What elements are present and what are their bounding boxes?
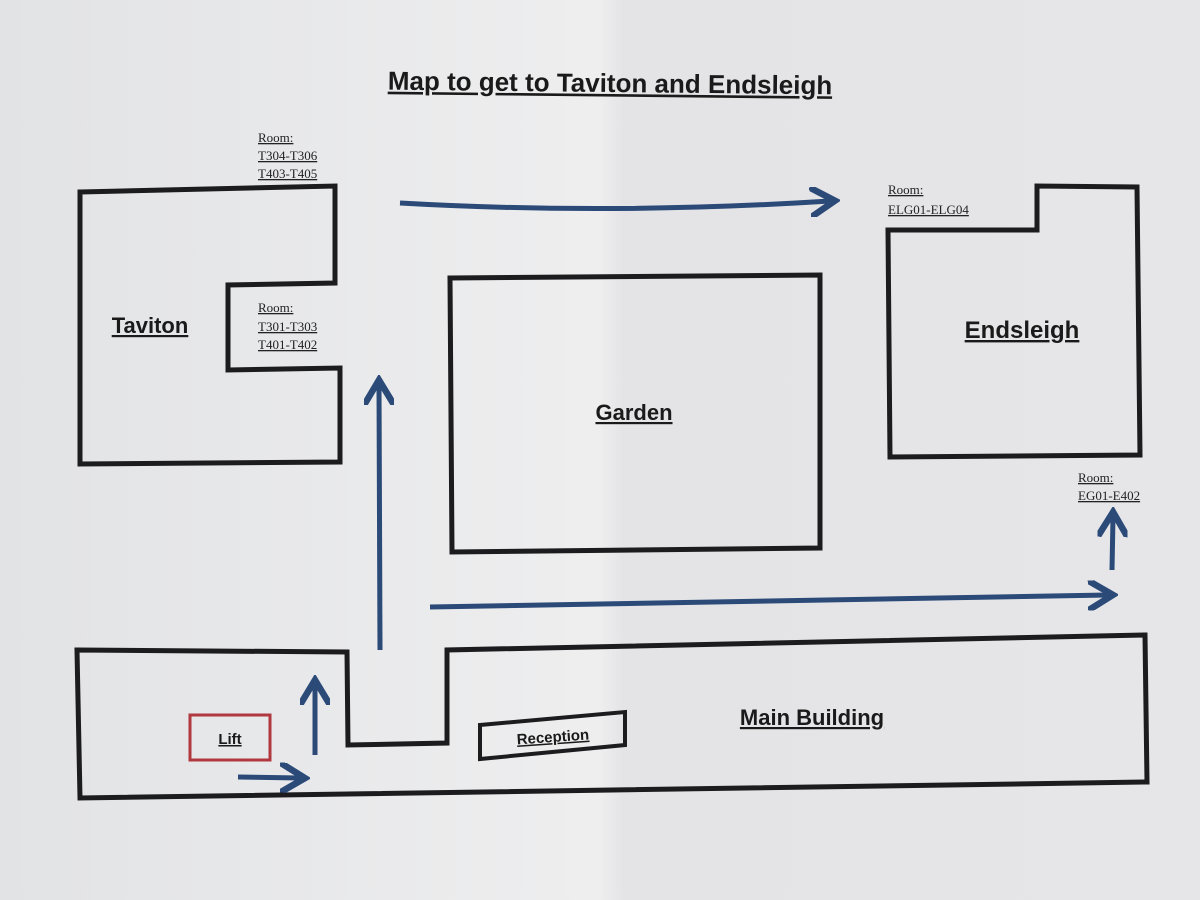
garden-area: Garden: [447, 272, 823, 555]
lift: Lift: [188, 713, 272, 762]
main-building-label: Main Building: [740, 705, 884, 730]
room-range: EG01-E402: [1078, 488, 1140, 503]
map-title: Map to get to Taviton and Endsleigh: [388, 66, 833, 101]
room-label-taviton-upper: Room: T304-T306 T403-T405: [258, 130, 318, 181]
room-label-endsleigh-bottom: Room: EG01-E402: [1078, 470, 1140, 503]
arrow-to-endsleigh-top: [399, 201, 830, 209]
garden-label: Garden: [595, 400, 672, 425]
room-range: T401-T402: [258, 337, 317, 352]
room-heading: Room:: [258, 130, 293, 145]
arrow-up-to-taviton: [379, 385, 380, 651]
room-range: T403-T405: [258, 166, 317, 181]
room-range: ELG01-ELG04: [888, 202, 969, 217]
room-heading: Room:: [258, 300, 293, 315]
lift-label: Lift: [218, 731, 241, 748]
main-building: Main Building: [74, 632, 1150, 801]
taviton-label: Taviton: [112, 313, 189, 338]
arrow-along-garden: [429, 595, 1108, 607]
room-heading: Room:: [1078, 470, 1113, 485]
arrow-up-to-endsleigh: [1112, 517, 1113, 571]
taviton-building: Taviton: [77, 183, 343, 467]
room-range: T301-T303: [258, 319, 317, 334]
route-arrows: [237, 201, 1113, 778]
room-heading: Room:: [888, 182, 923, 197]
reception-label: Reception: [516, 726, 590, 748]
room-label-endsleigh-top: Room: ELG01-ELG04: [888, 182, 969, 217]
arrow-from-lift: [237, 777, 300, 778]
endsleigh-building: Endsleigh: [885, 183, 1143, 460]
room-range: T304-T306: [258, 148, 318, 163]
room-label-taviton-inner: Room: T301-T303 T401-T402: [258, 300, 317, 352]
reception: Reception: [478, 709, 627, 762]
endsleigh-label: Endsleigh: [965, 317, 1080, 344]
